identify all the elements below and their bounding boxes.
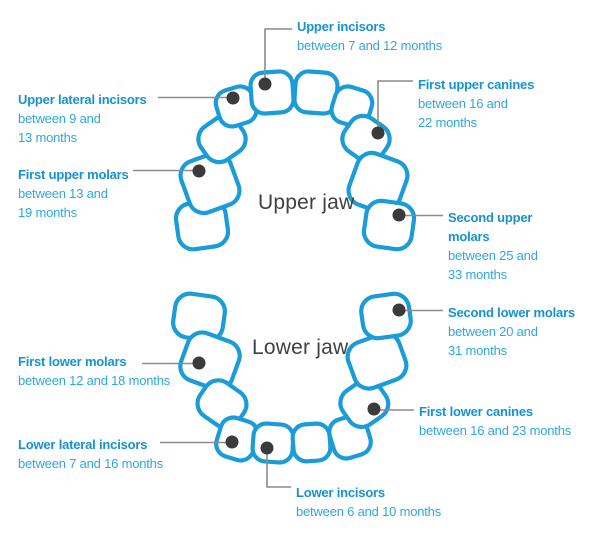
label-title: Second upper molars	[448, 210, 533, 244]
tooth-upper-right-second-molar	[361, 198, 417, 252]
label-range: 33 months	[448, 267, 507, 282]
label-first-lower-molars: First lower molars between 12 and 18 mon…	[18, 352, 170, 390]
dot-lower-lateral-incisors	[225, 435, 239, 449]
label-title: First upper molars	[18, 167, 129, 182]
label-second-upper-molars: Second upper molars between 25 and 33 mo…	[448, 208, 548, 284]
label-range: between 25 and	[448, 248, 538, 263]
label-range: between 16 and	[418, 96, 508, 111]
label-range: between 7 and 16 months	[18, 456, 164, 471]
tooth-lower-right-second-molar	[359, 291, 413, 341]
label-title: Second lower molars	[448, 305, 575, 320]
label-range: between 6 and 10 months	[296, 504, 442, 519]
label-range: 13 months	[18, 130, 77, 145]
label-range: between 12 and 18 months	[18, 373, 171, 388]
label-lower-incisors: Lower incisors between 6 and 10 months	[296, 483, 441, 521]
dot-upper-incisors	[258, 77, 272, 91]
dot-first-upper-canines	[371, 126, 385, 140]
label-lower-lateral-incisors: Lower lateral incisors between 7 and 16 …	[18, 435, 163, 473]
label-first-lower-canines: First lower canines between 16 and 23 mo…	[419, 402, 571, 440]
label-title: Upper lateral incisors	[18, 92, 147, 107]
tooth-lower-right-first-molar	[345, 331, 409, 391]
label-range: 22 months	[418, 115, 477, 130]
label-title: First upper canines	[418, 77, 535, 92]
upper-jaw-caption: Upper jaw	[258, 191, 355, 214]
label-second-lower-molars: Second lower molars between 20 and 31 mo…	[448, 303, 575, 360]
tooth-lower-right-central-incisor	[290, 421, 333, 464]
leader-upper-incisors	[264, 28, 292, 84]
leader-lower-incisors	[266, 452, 291, 488]
label-title: First lower molars	[18, 354, 127, 369]
label-range: between 7 and 12 months	[297, 38, 443, 53]
label-title: Upper incisors	[297, 19, 386, 34]
dot-lower-incisors	[260, 441, 274, 455]
dot-first-lower-molars	[192, 356, 206, 370]
tooth-upper-left-central-incisor	[248, 69, 296, 116]
label-upper-lateral-incisors: Upper lateral incisors between 9 and 13 …	[18, 90, 147, 147]
leader-first-upper-canines	[377, 80, 413, 132]
tooth-lower-right-canine	[338, 377, 391, 430]
dot-first-lower-canines	[367, 402, 381, 416]
tooth-lower-left-first-molar	[178, 330, 242, 392]
label-range: 31 months	[448, 343, 507, 358]
label-first-upper-molars: First upper molars between 13 and 19 mon…	[18, 165, 129, 222]
label-range: between 20 and	[448, 324, 538, 339]
label-upper-incisors: Upper incisors between 7 and 12 months	[297, 17, 442, 55]
label-range: 19 months	[18, 205, 77, 220]
label-first-upper-canines: First upper canines between 16 and 22 mo…	[418, 75, 534, 132]
dot-second-upper-molars	[392, 208, 406, 222]
label-title: Lower incisors	[296, 485, 385, 500]
label-range: between 9 and	[18, 111, 101, 126]
dot-first-upper-molars	[192, 164, 206, 178]
tooth-lower-left-central-incisor	[250, 421, 296, 465]
label-range: between 16 and 23 months	[419, 423, 572, 438]
lower-jaw-caption: Lower jaw	[252, 336, 349, 359]
dot-upper-lateral-incisors	[226, 91, 240, 105]
lower-jaw-teeth	[171, 291, 413, 465]
label-title: First lower canines	[419, 404, 533, 419]
label-title: Lower lateral incisors	[18, 437, 148, 452]
leader-lines	[133, 28, 443, 488]
label-range: between 13 and	[18, 186, 108, 201]
marker-dots	[192, 77, 406, 455]
dot-second-lower-molars	[392, 303, 406, 317]
